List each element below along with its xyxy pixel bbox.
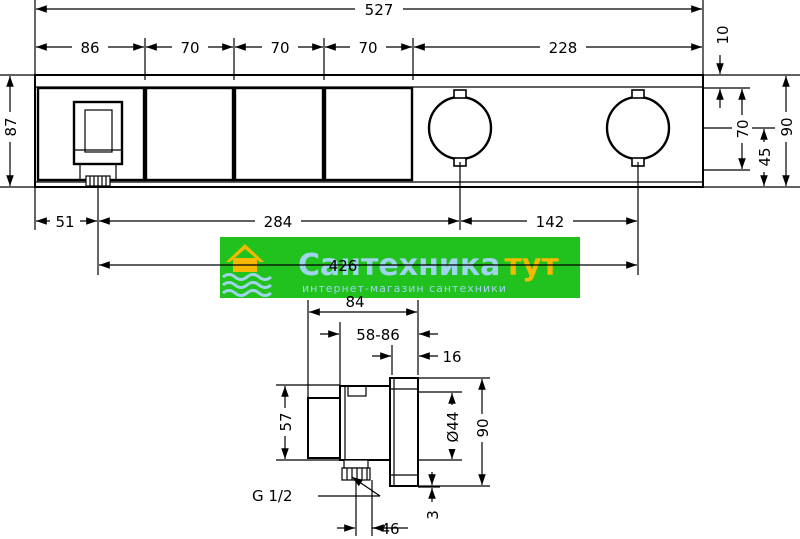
label-height-left: 87 [2,117,20,136]
label-bottom-3: 142 [536,213,565,231]
label-bottom-1: 51 [55,213,74,231]
label-height-right: 90 [778,117,796,136]
label-outlet-width: 46 [380,520,399,538]
dim-right-side: 10 70 45 90 [703,22,800,188]
label-body-height: 57 [277,412,295,431]
button-cell-2 [144,86,235,182]
dim-bottom: 51 284 142 [34,162,639,275]
thermostat-knob-left-icon [427,89,493,167]
dim-segments: 86 70 70 70 228 [36,38,702,80]
label-depth-total: 84 [345,293,364,311]
button-cell-4 [323,86,414,182]
label-knob-height: 70 [734,119,752,138]
label-overall-width: 527 [365,1,394,19]
label-segment-1: 86 [80,39,99,57]
label-segment-5: 228 [549,39,578,57]
dim-total-bottom: 426 [99,257,637,275]
side-view: 84 58-86 16 57 [252,293,492,538]
watermark-subtitle: интернет-магазин сантехники [302,282,507,295]
button-cell-3 [233,86,325,182]
thermostat-knob-right-icon [605,89,671,167]
dim-overall-width: 527 [34,0,704,80]
label-depth-range: 58-86 [356,326,400,344]
label-diameter: Ø44 [444,412,462,443]
shower-holder-icon [72,100,124,187]
label-thread: G 1/2 [252,487,293,505]
label-plate: 16 [442,348,461,366]
label-bottom-2: 284 [264,213,293,231]
label-total-bottom: 426 [329,257,358,275]
label-gap: 3 [424,510,442,520]
dim-height-left: 87 [0,74,34,188]
label-segment-4: 70 [358,39,377,57]
label-top-offset: 10 [714,25,732,44]
label-side-height: 90 [474,418,492,437]
panel-front-view [34,74,704,188]
label-segment-2: 70 [180,39,199,57]
label-knob-center: 45 [756,147,774,166]
label-segment-3: 70 [270,39,289,57]
